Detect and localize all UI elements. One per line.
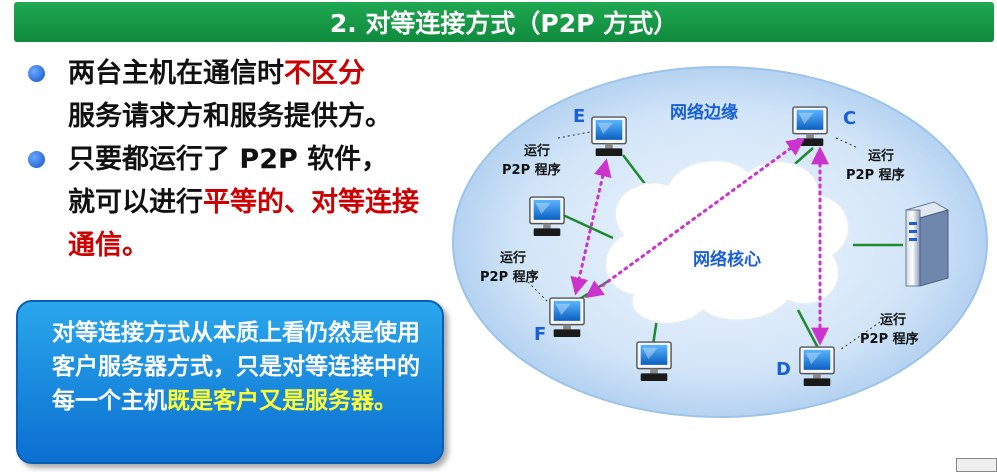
host-c-computer [792,106,828,147]
callout-text: 对等连接方式从本质上看仍然是使用客户服务器方式，只是对等连接中的每一个主机 [52,320,420,414]
host-label-d: D [776,359,791,380]
host-label-c: C [843,108,856,129]
server-icon [904,201,950,287]
network-edge-label: 网络边缘 [670,102,738,123]
run-label-d-2: P2P 程序 [860,331,919,347]
host-label-f: F [534,324,546,345]
network-core-label: 网络核心 [693,249,761,270]
p2p-network-diagram: 网络边缘 网络核心 E C F D 运行 P2P 程序 运行 P2P 程序 运行… [452,66,988,418]
bullet-item-1: 两台主机在通信时不区分 服务请求方和服务提供方。 [24,52,444,138]
slide-title: 2. 对等连接方式（P2P 方式） [14,2,994,42]
bullet-1-text-b: 服务请求方和服务提供方。 [68,101,392,132]
callout-highlight: 既是客户又是服务器。 [167,388,397,414]
bullet-list: 两台主机在通信时不区分 服务请求方和服务提供方。 只要都运行了 P2P 软件， … [24,52,444,267]
bullet-dot-icon [28,65,45,82]
bullet-dot-icon [28,151,45,168]
callout-box: 对等连接方式从本质上看仍然是使用客户服务器方式，只是对等连接中的每一个主机既是客… [16,300,444,464]
p2p-arrow-c-f [585,137,805,299]
bullet-2-text-a: 只要都运行了 P2P 软件， [68,144,389,175]
bullet-1-text-a: 两台主机在通信时 [68,58,284,89]
bullet-2-text-b: 就可以进行 [68,187,203,218]
label-leaders [527,131,881,351]
run-label-c-2: P2P 程序 [846,167,905,183]
host-d-computer [799,346,835,387]
bullet-item-2: 只要都运行了 P2P 软件， 就可以进行平等的、对等连接通信。 [24,138,444,267]
network-core-cloud [604,159,850,325]
run-label-e-2: P2P 程序 [502,162,561,178]
host-e-computer [591,116,627,157]
run-label-f-2: P2P 程序 [480,269,539,285]
run-label-f-1: 运行 [500,250,526,266]
run-label-e-1: 运行 [524,143,550,159]
run-label-c-1: 运行 [868,148,894,164]
host-bottom-computer [636,341,672,382]
host-f-computer [549,297,585,338]
host-left-computer [529,196,565,237]
run-label-d-1: 运行 [880,312,906,328]
bullet-1-emphasis: 不区分 [284,58,365,89]
host-label-e: E [573,106,585,127]
corner-watermark [956,458,997,472]
p2p-connections [570,137,829,346]
bullet-2-emphasis: 平等的、对等连接通信。 [68,187,419,261]
